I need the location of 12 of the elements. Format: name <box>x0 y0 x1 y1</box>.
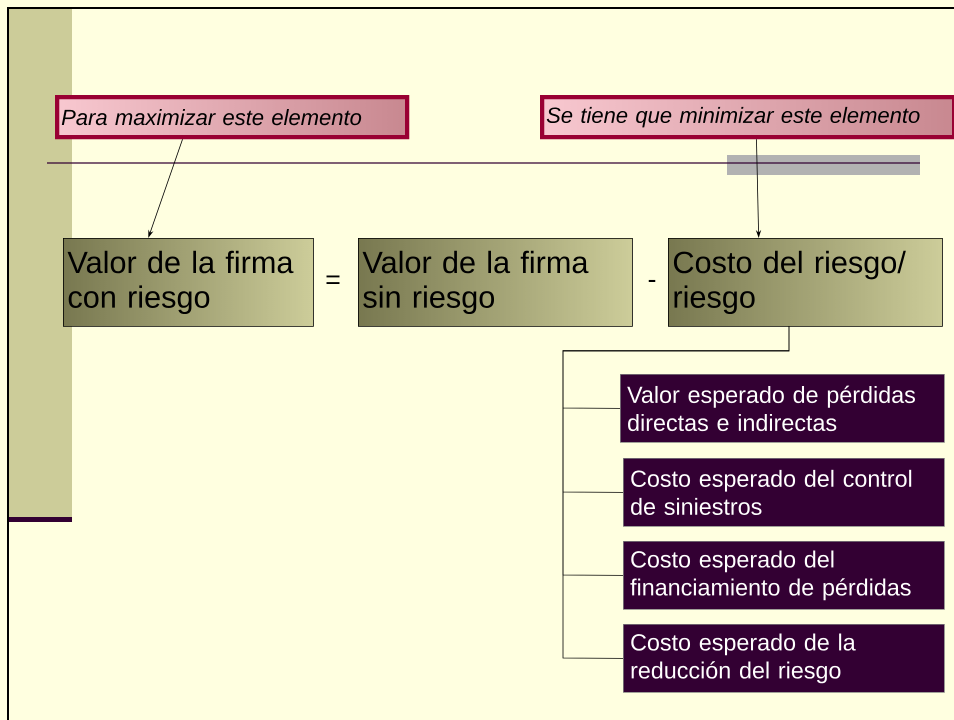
operator-sign: = <box>326 275 340 284</box>
process-box: Valor de la firma con riesgo <box>63 238 314 327</box>
process-box: Costo del riesgo/ riesgo <box>668 238 943 327</box>
connector-line <box>562 326 790 659</box>
cost-box: Costo esperado del financiamiento de pérdidas <box>623 541 945 610</box>
cost-box: Valor esperado de pérdidas directas e indirectas <box>620 374 945 443</box>
cost-box: Costo esperado de la reducción del riesgo <box>623 624 945 693</box>
process-box: Valor de la firma sin riesgo <box>358 238 633 327</box>
cost-box: Costo esperado del control de siniestros <box>623 458 945 527</box>
callout-box: Para maximizar este elemento <box>55 95 410 140</box>
operator-sign: - <box>648 280 656 282</box>
callout-box: Se tiene que minimizar este elemento <box>540 95 954 140</box>
